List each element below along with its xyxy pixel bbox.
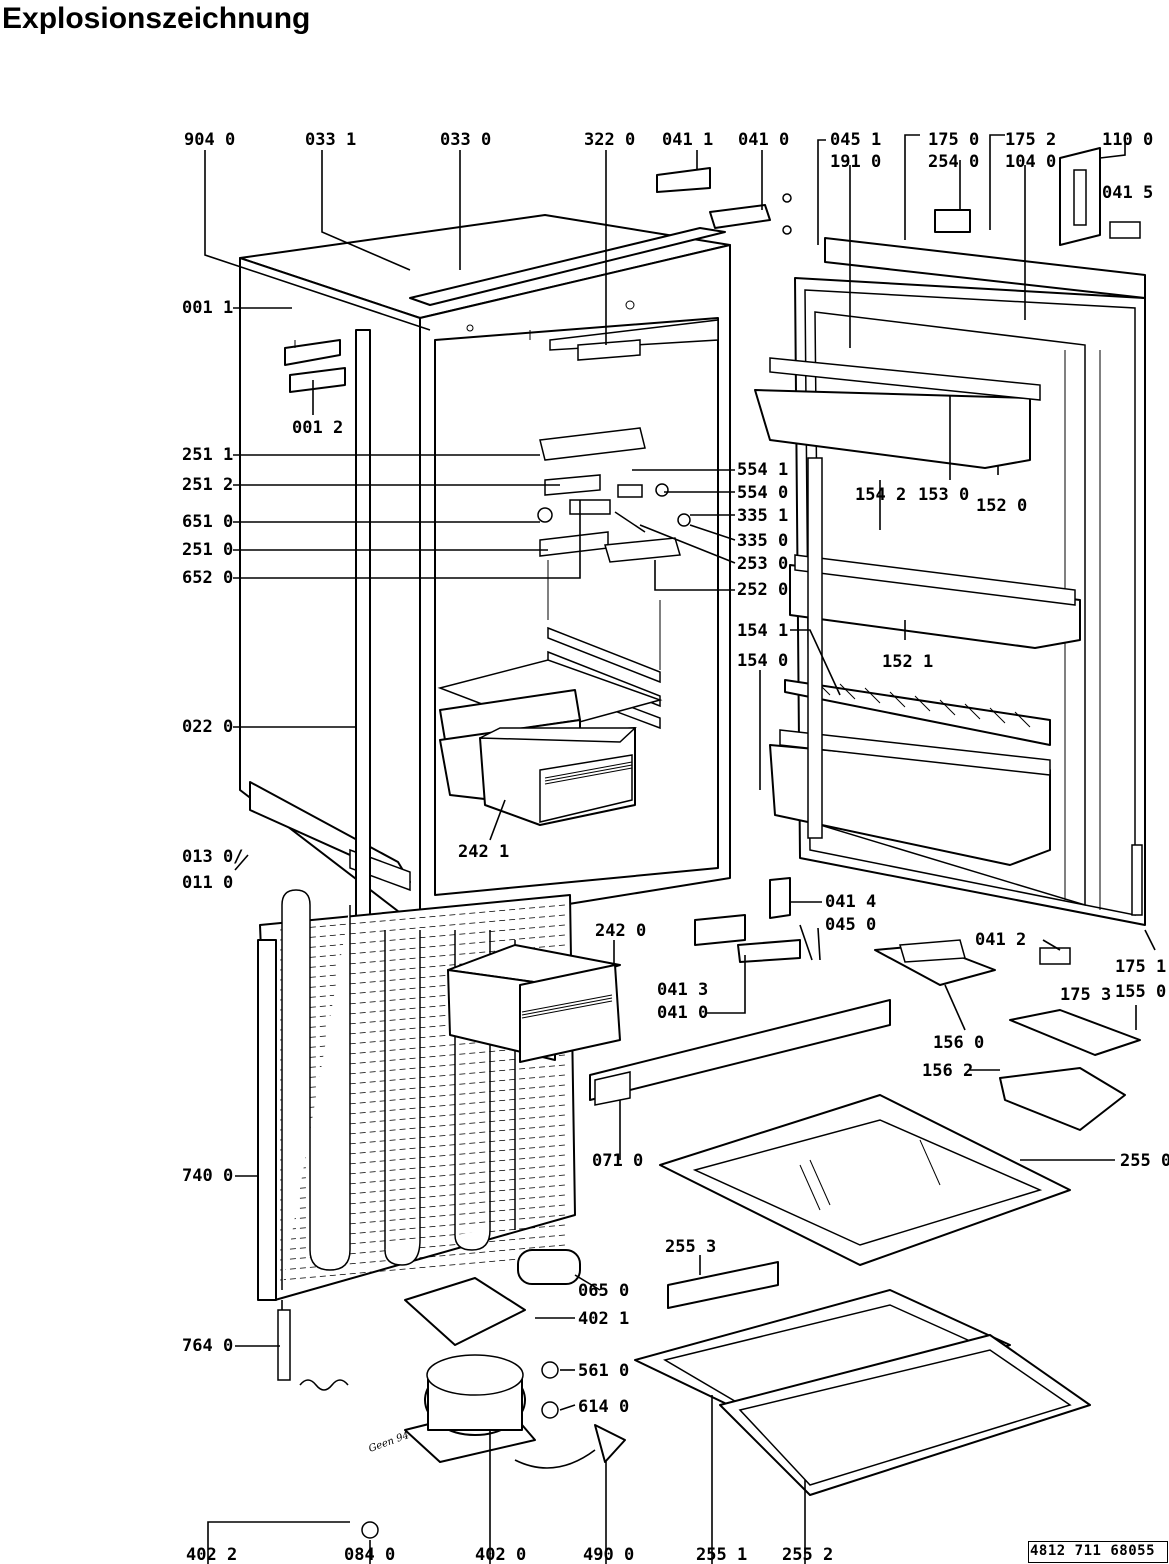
plinth-grille [589,999,891,1106]
label-175-1: 175 1 [1115,957,1166,977]
label-152-1: 152 1 [882,652,933,672]
label-041-2: 041 2 [975,930,1026,950]
freezer-tray [447,944,621,1063]
label-155-0: 155 0 [1115,982,1166,1002]
label-013-0: 013 0/ [182,847,243,867]
document-number: 4812 711 68055 [1030,1543,1156,1559]
label-402-1: 402 1 [578,1309,629,1329]
label-033-1: 033 1 [305,130,356,150]
leader-lines [204,134,1156,1564]
label-154-1: 154 1 [737,621,788,641]
part-labels: 904 0 033 1 033 0 322 0 041 1 041 0 045 … [182,130,1169,1564]
label-242-1: 242 1 [458,842,509,862]
label-251-1: 251 1 [182,445,233,465]
label-335-0: 335 0 [737,531,788,551]
label-904-0: 904 0 [184,130,235,150]
label-156-0: 156 0 [933,1033,984,1053]
hinges [656,167,1143,965]
crisper-grill [544,761,633,785]
label-252-0: 252 0 [737,580,788,600]
label-402-2: 402 2 [186,1545,237,1564]
label-011-0: 011 0 [182,873,233,893]
label-175-0: 175 0 [928,130,979,150]
label-153-0: 153 0 [918,485,969,505]
label-255-0: 255 0 [1120,1151,1169,1171]
label-254-0: 254 0 [928,152,979,172]
label-065-0: 065 0 [578,1281,629,1301]
label-071-0: 071 0 [592,1151,643,1171]
label-156-2: 156 2 [922,1061,973,1081]
glass-shelf-upper [659,1094,1071,1266]
label-251-0: 251 0 [182,540,233,560]
label-041-5: 041 5 [1102,183,1153,203]
label-041-4: 041 4 [825,892,876,912]
label-152-0: 152 0 [976,496,1027,516]
label-154-0: 154 0 [737,651,788,671]
label-322-0: 322 0 [584,130,635,150]
label-045-0: 045 0 [825,915,876,935]
label-764-0: 764 0 [182,1336,233,1356]
label-255-3: 255 3 [665,1237,716,1257]
label-561-0: 561 0 [578,1361,629,1381]
glass-shelves-lower [634,1261,1091,1496]
hinge-bracket-001 [284,339,346,393]
document-number-box [1028,1541,1168,1563]
label-041-1: 041 1 [662,130,713,150]
label-402-0: 402 0 [475,1545,526,1564]
label-001-1: 001 1 [182,298,233,318]
label-652-0: 652 0 [182,568,233,588]
compressor [277,1249,626,1539]
label-614-0: 614 0 [578,1397,629,1417]
label-022-0: 022 0 [182,717,233,737]
label-104-0: 104 0 [1005,152,1056,172]
label-001-2: 001 2 [292,418,343,438]
label-255-2: 255 2 [782,1545,833,1564]
door-handle [1059,147,1101,246]
label-191-0: 191 0 [830,152,881,172]
label-110-0: 110 0 [1102,130,1153,150]
label-651-0: 651 0 [182,512,233,532]
door-rack-bars [814,679,1031,728]
label-253-0: 253 0 [737,554,788,574]
label-175-3: 175 3 [1060,985,1111,1005]
label-045-1: 045 1 [830,130,881,150]
label-041-3: 041 3 [657,980,708,1000]
label-242-0: 242 0 [595,921,646,941]
page-title: Explosionszeichnung [2,2,311,35]
drain-tube [355,329,371,931]
label-554-0: 554 0 [737,483,788,503]
label-554-1: 554 1 [737,460,788,480]
label-335-1: 335 1 [737,506,788,526]
egg-tray [874,939,1141,1131]
label-084-0: 084 0 [344,1545,395,1564]
label-490-0: 490 0 [583,1545,634,1564]
label-041-0-bottom: 041 0 [657,1003,708,1023]
label-041-0-top: 041 0 [738,130,789,150]
cabinet-body [239,214,731,929]
label-251-2: 251 2 [182,475,233,495]
label-255-1: 255 1 [696,1545,747,1564]
door [754,237,1146,926]
label-740-0: 740 0 [182,1166,233,1186]
label-175-2: 175 2 [1005,130,1056,150]
label-154-2: 154 2 [855,485,906,505]
drafter-signature: Geen 94 [367,1430,410,1455]
label-033-0: 033 0 [440,130,491,150]
